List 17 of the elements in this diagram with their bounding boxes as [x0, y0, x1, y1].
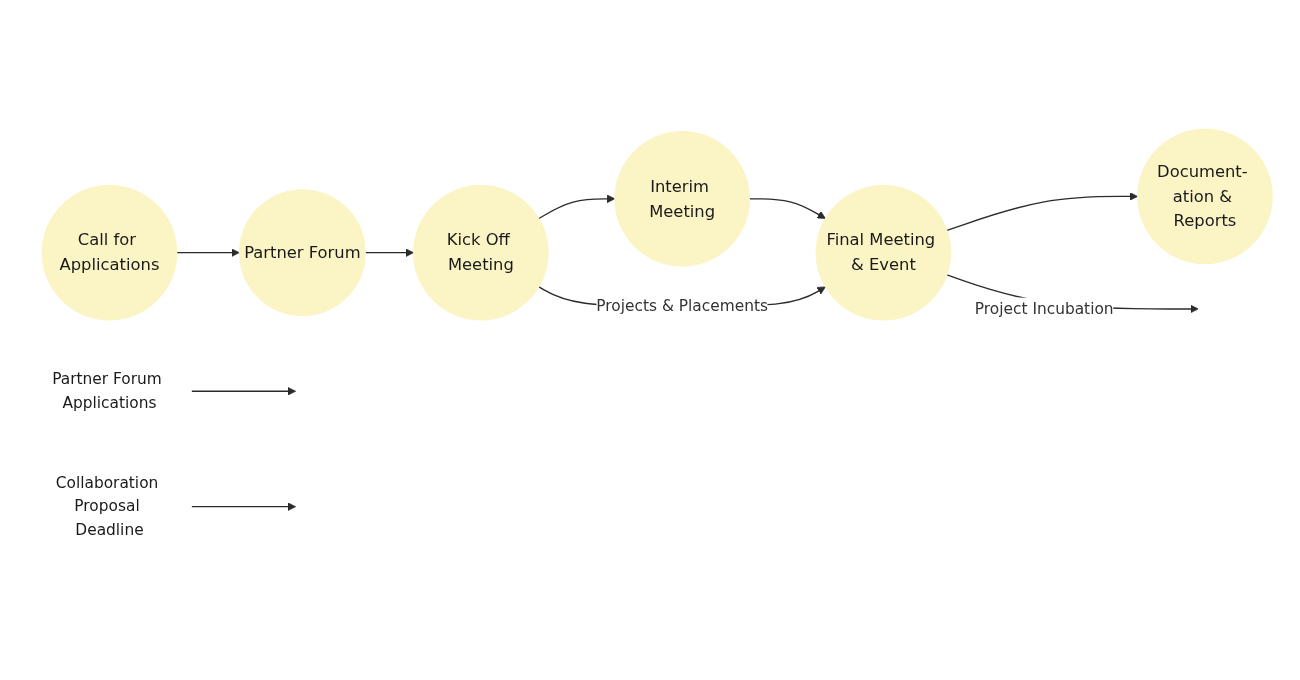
node-circle: Kick Off Meeting: [413, 184, 549, 321]
arrow: [946, 192, 1138, 232]
arrow: [190, 387, 297, 396]
arrow: [176, 248, 240, 257]
node-circle: Final Meeting & Event: [815, 184, 952, 321]
node-circle: Call for Applications: [41, 184, 178, 321]
arrow: [538, 194, 616, 220]
arrow: [190, 502, 297, 511]
node-circle: Document- ation & Reports: [1137, 128, 1273, 265]
edge-label: Project Incubation: [974, 299, 1114, 318]
node-text: Partner Forum Applications: [52, 370, 162, 412]
node-text: Collaboration Proposal Deadline: [55, 473, 159, 539]
arrow: [748, 198, 826, 219]
node-circle: Interim Meeting: [614, 131, 750, 267]
arrow: [364, 248, 414, 257]
node-circle: Partner Forum: [238, 189, 366, 317]
edge-label: Projects & Placements: [596, 296, 768, 316]
